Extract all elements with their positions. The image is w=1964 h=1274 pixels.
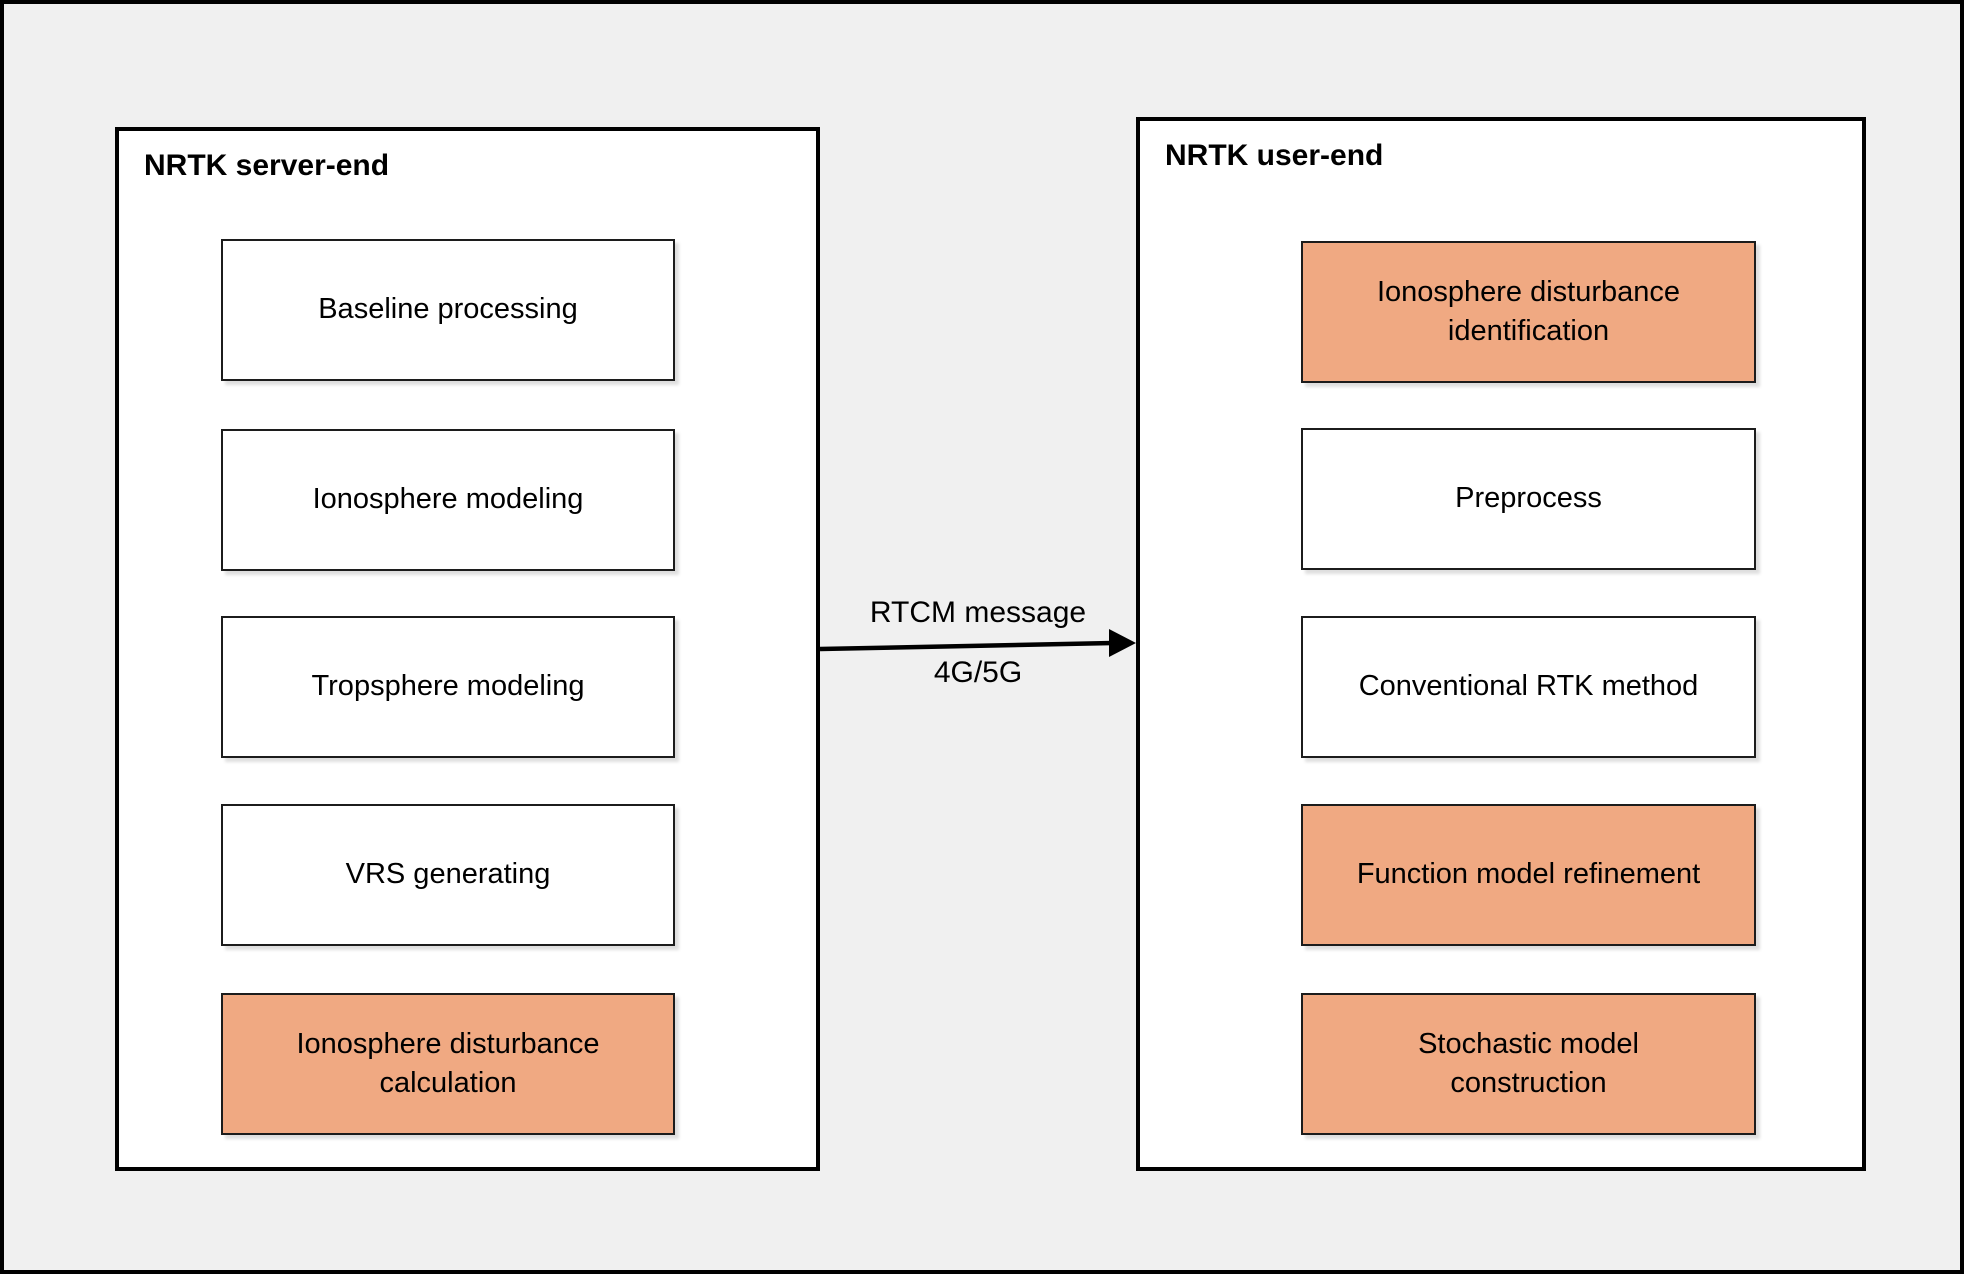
- flow-box-ionosphere-disturbance-identification: Ionosphere disturbance identification: [1301, 241, 1756, 383]
- server-panel: NRTK server-end Baseline processing Iono…: [115, 127, 820, 1171]
- arrow-head-icon: [1109, 629, 1136, 657]
- flow-box-function-model-refinement: Function model refinement: [1301, 804, 1756, 946]
- flow-box-conventional-rtk-method: Conventional RTK method: [1301, 616, 1756, 758]
- flow-box-label: Preprocess: [1455, 482, 1602, 515]
- flow-box-ionosphere-modeling: Ionosphere modeling: [221, 429, 675, 571]
- flow-box-label: Tropsphere modeling: [311, 670, 585, 703]
- flow-box-label: Stochastic model construction: [1418, 1027, 1639, 1099]
- arrow-label-top: RTCM message: [869, 596, 1087, 629]
- flow-box-vrs-generating: VRS generating: [221, 804, 675, 946]
- flow-box-label: Function model refinement: [1356, 858, 1701, 891]
- arrow-label-bottom: 4G/5G: [933, 656, 1023, 689]
- user-panel: NRTK user-end Ionosphere disturbance ide…: [1136, 117, 1866, 1171]
- flow-box-baseline-processing: Baseline processing: [221, 239, 675, 381]
- flow-box-stochastic-model-construction: Stochastic model construction: [1301, 993, 1756, 1135]
- flow-box-tropsphere-modeling: Tropsphere modeling: [221, 616, 675, 758]
- user-panel-title: NRTK user-end: [1165, 139, 1384, 172]
- server-panel-title: NRTK server-end: [144, 149, 390, 182]
- flow-box-preprocess: Preprocess: [1301, 428, 1756, 570]
- flow-box-label: Baseline processing: [318, 293, 578, 326]
- flow-box-label: Ionosphere modeling: [312, 483, 584, 516]
- arrow-shaft: [820, 640, 1114, 652]
- flow-box-ionosphere-disturbance-calculation: Ionosphere disturbance calculation: [221, 993, 675, 1135]
- flow-box-label: Conventional RTK method: [1358, 670, 1699, 703]
- flow-box-label: VRS generating: [345, 858, 551, 891]
- flow-box-label: Ionosphere disturbance identification: [1376, 275, 1681, 347]
- rtcm-arrow: [820, 629, 1136, 657]
- flow-box-label: Ionosphere disturbance calculation: [296, 1027, 600, 1099]
